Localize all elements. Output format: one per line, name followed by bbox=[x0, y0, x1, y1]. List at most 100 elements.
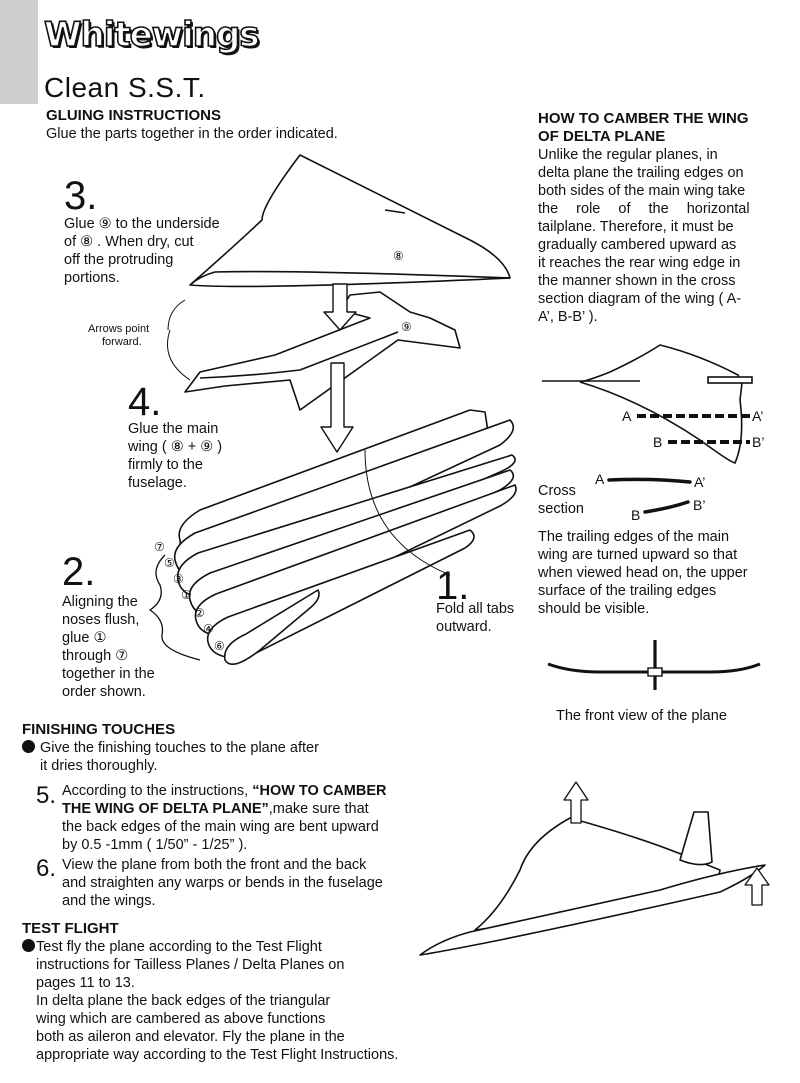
step-2-text: Aligning the noses flush, glue ① through… bbox=[62, 593, 155, 701]
camber-heading: HOW TO CAMBER THE WING OF DELTA PLANE bbox=[538, 110, 749, 146]
step-6-line: and the wings. bbox=[62, 893, 156, 909]
trailing-line: wing are turned upward so that bbox=[538, 547, 738, 563]
arrows-note-line: forward. bbox=[102, 336, 142, 348]
cross-section-label: Cross section bbox=[538, 482, 584, 518]
test-flight-line: instructions for Tailless Planes / Delta… bbox=[36, 957, 345, 973]
label-part-4: ④ bbox=[203, 622, 214, 636]
trailing-line: should be visible. bbox=[538, 601, 650, 617]
header-gray-tab bbox=[0, 0, 38, 104]
step-5-text: According to the instructions, “HOW TO C… bbox=[62, 782, 386, 854]
page-title: Clean S.S.T. bbox=[44, 72, 206, 103]
arrow-up-right bbox=[744, 867, 770, 906]
front-view-caption: The front view of the plane bbox=[556, 708, 727, 724]
camber-heading-line: HOW TO CAMBER THE WING bbox=[538, 110, 749, 127]
step-2-line: through ⑦ bbox=[62, 648, 129, 664]
test-flight-line: appropriate way according to the Test Fl… bbox=[36, 1047, 399, 1063]
trailing-line: The trailing edges of the main bbox=[538, 529, 730, 545]
gluing-intro: Glue the parts together in the order ind… bbox=[46, 126, 338, 142]
camber-body: Unlike the regular planes, in delta plan… bbox=[538, 146, 768, 326]
step-6-text: View the plane from both the front and t… bbox=[62, 856, 383, 910]
camber-line: section diagram of the wing ( A- bbox=[538, 291, 742, 307]
step-6-line: View the plane from both the front and t… bbox=[62, 857, 367, 873]
finishing-bullet-line: it dries thoroughly. bbox=[40, 758, 158, 774]
step-1-line: outward. bbox=[436, 619, 492, 635]
arrows-note: Arrows point forward. bbox=[88, 323, 149, 349]
test-flight-heading: TEST FLIGHT bbox=[22, 920, 119, 937]
brand-logo: Whitewings bbox=[43, 15, 260, 55]
arrow-down-1 bbox=[323, 283, 357, 331]
camber-heading-line: OF DELTA PLANE bbox=[538, 128, 666, 145]
fuselage-parts bbox=[173, 409, 517, 666]
step-4-line: fuselage. bbox=[128, 475, 187, 491]
label-part-7: ⑦ bbox=[154, 540, 165, 554]
finishing-heading: FINISHING TOUCHES bbox=[22, 721, 176, 738]
step-2-line: together in the bbox=[62, 666, 155, 682]
trailing-line: when viewed head on, the upper bbox=[538, 565, 748, 581]
trailing-edge-text: The trailing edges of the main wing are … bbox=[538, 528, 768, 618]
step-5-rest: by 0.5 -1mm ( 1/50” - 1/25” ). bbox=[62, 837, 248, 853]
test-flight-line: pages 11 to 13. bbox=[36, 975, 135, 991]
step-4-line: wing ( ⑧ + ⑨ ) bbox=[128, 439, 223, 455]
step-5-bold: THE WING OF DELTA PLANE” bbox=[62, 801, 269, 817]
label-a-prime: A’ bbox=[752, 408, 763, 424]
finishing-bullet-line: Give the finishing touches to the plane … bbox=[40, 740, 319, 756]
camber-line: A’, B-B’ ). bbox=[538, 309, 598, 325]
test-flight-line: In delta plane the back edges of the tri… bbox=[36, 993, 331, 1009]
step-5-rest: ,make sure that bbox=[268, 801, 369, 817]
camber-line: both sides of the main wing take bbox=[538, 183, 746, 199]
plane-fuselage bbox=[419, 864, 766, 956]
step-1-text: Fold all tabs outward. bbox=[436, 600, 514, 636]
label-a: A bbox=[622, 408, 632, 424]
label-b-prime: B’ bbox=[752, 434, 764, 450]
arrows-note-line: Arrows point bbox=[88, 323, 150, 335]
label-part-3: ③ bbox=[173, 572, 184, 586]
tailplane-part-9 bbox=[184, 291, 461, 411]
step-6-line: and straighten any warps or bends in the… bbox=[62, 875, 383, 891]
label-part-9: ⑨ bbox=[401, 320, 412, 334]
step-3-number: 3. bbox=[64, 174, 98, 218]
camber-line: tailplane. Therefore, it must be bbox=[538, 219, 734, 235]
step-3-line: Glue ⑨ to the underside bbox=[64, 216, 220, 232]
step-6-number: 6. bbox=[36, 855, 57, 882]
camber-line: gradually cambered upward as bbox=[538, 237, 737, 253]
section-label-a: A bbox=[595, 471, 605, 487]
camber-line: it reaches the rear wing edge in bbox=[538, 255, 741, 271]
trailing-line: surface of the trailing edges bbox=[538, 583, 717, 599]
section-label-b: B bbox=[631, 507, 640, 523]
arrow-down-2 bbox=[320, 362, 354, 453]
arrow-up-left bbox=[563, 781, 589, 824]
step-5-lead: According to the instructions, bbox=[62, 783, 253, 799]
wing-part-8 bbox=[189, 154, 511, 288]
step-3-text: Glue ⑨ to the underside of ⑧ . When dry,… bbox=[64, 215, 220, 287]
step-3-line: of ⑧ . When dry, cut bbox=[64, 234, 194, 250]
label-part-6: ⑥ bbox=[214, 639, 225, 653]
section-label-a-prime: A’ bbox=[694, 474, 705, 490]
bullet-icon bbox=[22, 740, 35, 753]
section-label-b-prime: B’ bbox=[693, 497, 705, 513]
cross-section-line: Cross bbox=[538, 483, 576, 499]
camber-line: Unlike the regular planes, in bbox=[538, 147, 718, 163]
test-flight-line: Test fly the plane according to the Test… bbox=[36, 939, 322, 955]
step-2-line: order shown. bbox=[62, 684, 146, 700]
step-3-line: portions. bbox=[64, 270, 120, 286]
step-5-number: 5. bbox=[36, 782, 57, 809]
test-flight-line: wing which are cambered as above functio… bbox=[36, 1011, 326, 1027]
label-b: B bbox=[653, 434, 662, 450]
step-4-line: firmly to the bbox=[128, 457, 203, 473]
camber-line: the manner shown in the cross bbox=[538, 273, 736, 289]
plane-tail-fin bbox=[679, 811, 713, 866]
step-3-line: off the protruding bbox=[64, 252, 174, 268]
label-part-5: ⑤ bbox=[164, 556, 175, 570]
step-4-text: Glue the main wing ( ⑧ + ⑨ ) firmly to t… bbox=[128, 420, 222, 492]
step-1-line: Fold all tabs bbox=[436, 601, 515, 617]
cross-section-a bbox=[607, 477, 692, 484]
label-part-8: ⑧ bbox=[393, 249, 404, 263]
gluing-heading: GLUING INSTRUCTIONS bbox=[46, 107, 221, 124]
bullet-icon bbox=[22, 939, 35, 952]
step-4-number: 4. bbox=[128, 380, 162, 424]
test-flight-line: both as aileron and elevator. Fly the pl… bbox=[36, 1029, 345, 1045]
step-2-line: glue ① bbox=[62, 630, 107, 646]
step-2-number: 2. bbox=[62, 550, 96, 594]
